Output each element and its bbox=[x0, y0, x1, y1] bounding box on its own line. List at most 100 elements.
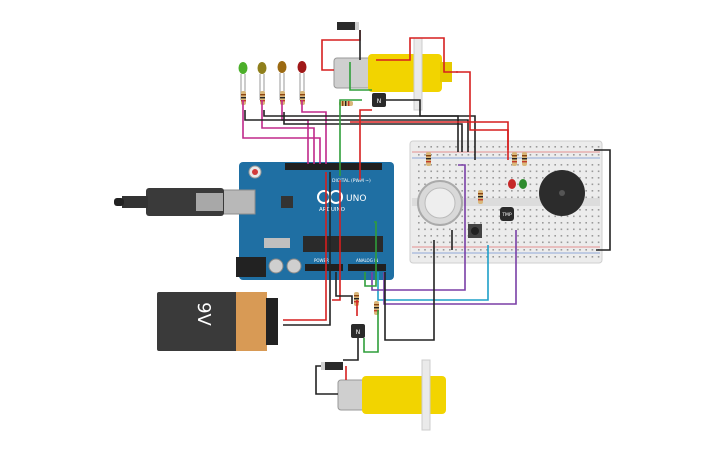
breadboard-hole bbox=[430, 170, 432, 173]
breadboard-hole bbox=[554, 215, 556, 218]
breadboard-hole bbox=[492, 222, 494, 224]
breadboard-hole bbox=[511, 228, 513, 231]
breadboard-hole bbox=[486, 235, 488, 237]
breadboard-hole bbox=[529, 222, 532, 224]
analog-header bbox=[348, 264, 386, 271]
breadboard-hole bbox=[449, 249, 451, 251]
breadboard-hole bbox=[529, 241, 532, 244]
breadboard-hole bbox=[511, 196, 513, 199]
breadboard-hole bbox=[535, 241, 538, 244]
breadboard-hole bbox=[511, 241, 513, 244]
breadboard-hole bbox=[467, 177, 470, 179]
resistor-board-3[interactable] bbox=[522, 152, 527, 166]
breadboard-hole bbox=[591, 249, 594, 251]
breadboard-hole bbox=[548, 146, 550, 148]
resistor-board-4[interactable] bbox=[478, 190, 483, 204]
breadboard-led-red[interactable] bbox=[508, 179, 516, 189]
power-header-label: POWER bbox=[314, 258, 329, 263]
breadboard-hole bbox=[535, 177, 538, 179]
breadboard-hole bbox=[548, 164, 550, 166]
resistor-board-1[interactable] bbox=[426, 152, 431, 166]
breadboard-hole bbox=[424, 249, 426, 251]
resistor-transistor-top[interactable] bbox=[339, 101, 353, 106]
temperature-sensor[interactable]: TMP bbox=[500, 207, 514, 221]
breadboard-hole bbox=[542, 177, 544, 179]
breadboard-hole bbox=[523, 249, 525, 251]
breadboard-hole bbox=[585, 183, 587, 186]
breadboard-hole bbox=[461, 228, 463, 231]
breadboard-hole bbox=[424, 228, 426, 231]
piezo-buzzer[interactable] bbox=[539, 170, 585, 216]
breadboard-hole bbox=[424, 170, 426, 173]
diode-top[interactable] bbox=[337, 22, 359, 30]
breadboard-hole bbox=[591, 190, 594, 192]
dc-motor-bottom[interactable] bbox=[337, 359, 446, 431]
breadboard-led-green[interactable] bbox=[519, 179, 527, 189]
breadboard-hole bbox=[517, 164, 519, 166]
breadboard-hole bbox=[548, 235, 550, 237]
breadboard-hole bbox=[529, 146, 532, 148]
breadboard-hole bbox=[498, 170, 501, 173]
arduino-uno-board[interactable]: ARDUINO UNO DIGITAL (PWM ~) ANALOG IN PO… bbox=[222, 162, 394, 280]
breadboard-hole bbox=[455, 177, 457, 179]
breadboard-hole bbox=[498, 177, 501, 179]
breadboard-hole bbox=[529, 235, 532, 237]
breadboard-hole bbox=[579, 177, 581, 179]
breadboard-hole bbox=[442, 164, 445, 166]
usb-cable[interactable] bbox=[114, 188, 224, 216]
breadboard-hole bbox=[473, 249, 476, 251]
transistor-top[interactable]: N bbox=[372, 93, 386, 107]
breadboard-hole bbox=[573, 256, 575, 258]
breadboard-hole bbox=[511, 235, 513, 237]
breadboard-hole bbox=[473, 177, 476, 179]
breadboard-hole bbox=[480, 249, 482, 251]
breadboard-hole bbox=[585, 222, 587, 224]
breadboard-hole bbox=[517, 190, 519, 192]
breadboard-hole bbox=[517, 170, 519, 173]
wire-cyan bbox=[377, 245, 489, 301]
breadboard-hole bbox=[597, 190, 600, 192]
led-olive-top[interactable] bbox=[257, 62, 267, 100]
breadboard-hole bbox=[511, 249, 513, 251]
breadboard-hole bbox=[498, 215, 501, 218]
breadboard-hole bbox=[418, 249, 420, 251]
breadboard-hole bbox=[467, 209, 470, 211]
breadboard-hole bbox=[560, 215, 563, 218]
breadboard-hole bbox=[511, 170, 513, 173]
dc-motor-top[interactable] bbox=[333, 37, 452, 111]
breadboard-hole bbox=[535, 228, 538, 231]
breadboard-hole bbox=[418, 177, 420, 179]
breadboard-hole bbox=[542, 170, 544, 173]
breadboard-hole bbox=[442, 249, 445, 251]
diode-bottom[interactable] bbox=[321, 362, 343, 370]
breadboard-hole bbox=[585, 249, 587, 251]
breadboard-hole bbox=[517, 228, 519, 231]
breadboard-hole bbox=[535, 190, 538, 192]
breadboard-hole bbox=[523, 146, 525, 148]
breadboard-hole bbox=[573, 222, 575, 224]
breadboard-hole bbox=[418, 183, 420, 186]
breadboard-hole bbox=[430, 177, 432, 179]
breadboard-hole bbox=[498, 249, 501, 251]
breadboard-hole bbox=[573, 235, 575, 237]
transistor-bottom[interactable]: N bbox=[351, 324, 365, 338]
breadboard-hole bbox=[566, 154, 569, 156]
analog-header-label: ANALOG IN bbox=[356, 258, 378, 263]
breadboard-hole bbox=[597, 256, 600, 258]
resistor-board-2[interactable] bbox=[512, 152, 517, 166]
pushbutton[interactable] bbox=[468, 224, 482, 238]
arduino-brand-text: ARDUINO bbox=[319, 207, 346, 213]
breadboard-hole bbox=[424, 256, 426, 258]
breadboard-hole bbox=[486, 190, 488, 192]
breadboard-hole bbox=[535, 222, 538, 224]
breadboard-hole bbox=[449, 235, 451, 237]
breadboard-hole bbox=[535, 146, 538, 148]
gas-sensor[interactable] bbox=[417, 180, 463, 226]
breadboard-hole bbox=[449, 164, 451, 166]
battery-9v[interactable]: 9V bbox=[157, 292, 278, 351]
breadboard-hole bbox=[498, 256, 501, 258]
breadboard-hole bbox=[585, 228, 587, 231]
breadboard-hole bbox=[511, 164, 513, 166]
breadboard-hole bbox=[486, 228, 488, 231]
breadboard-hole bbox=[566, 241, 569, 244]
